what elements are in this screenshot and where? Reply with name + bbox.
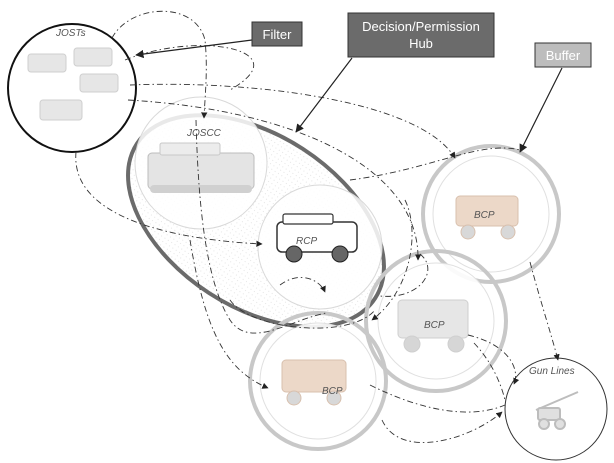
joscc-node: JOSCC — [134, 96, 268, 230]
buffer-text: Buffer — [546, 48, 581, 63]
command-vehicle-icon — [147, 142, 255, 193]
gun-lines-node: Gun Lines — [504, 357, 608, 461]
filter-callout: Filter — [251, 21, 303, 47]
hub-callout: Decision/Permission Hub — [347, 12, 495, 58]
josts-node: JOSTs — [7, 23, 137, 153]
bcp-middle-node: BCP — [364, 249, 508, 393]
bcp-top-label: BCP — [474, 210, 495, 221]
bcp-top-node: BCP — [421, 144, 561, 284]
rcp-node: RCP — [257, 184, 383, 310]
hub-text-line1: Decision/Permission — [362, 19, 480, 34]
josts-label: JOSTs — [55, 28, 86, 39]
armored-truck-icon — [397, 299, 469, 353]
bcp-bottom-label: BCP — [322, 386, 343, 397]
filter-text: Filter — [263, 27, 293, 42]
bcp-bottom-node: BCP — [248, 311, 388, 451]
artillery-gun-icon — [535, 391, 579, 430]
filter-arrow — [135, 39, 253, 59]
hub-text-line2: Hub — [409, 36, 433, 51]
buffer-arrow — [519, 67, 563, 153]
buffer-callout: Buffer — [534, 42, 592, 68]
jeep-icon — [276, 213, 358, 263]
bcp-middle-label: BCP — [424, 320, 445, 331]
tracked-vehicle-icon — [27, 47, 119, 121]
rcp-label: RCP — [296, 236, 317, 247]
hub-arrow — [295, 57, 353, 133]
joscc-label: JOSCC — [186, 128, 222, 139]
armored-truck-icon — [455, 195, 519, 240]
gun-lines-label: Gun Lines — [529, 366, 575, 377]
connection-lines — [75, 10, 560, 443]
armored-truck-icon — [281, 359, 347, 406]
